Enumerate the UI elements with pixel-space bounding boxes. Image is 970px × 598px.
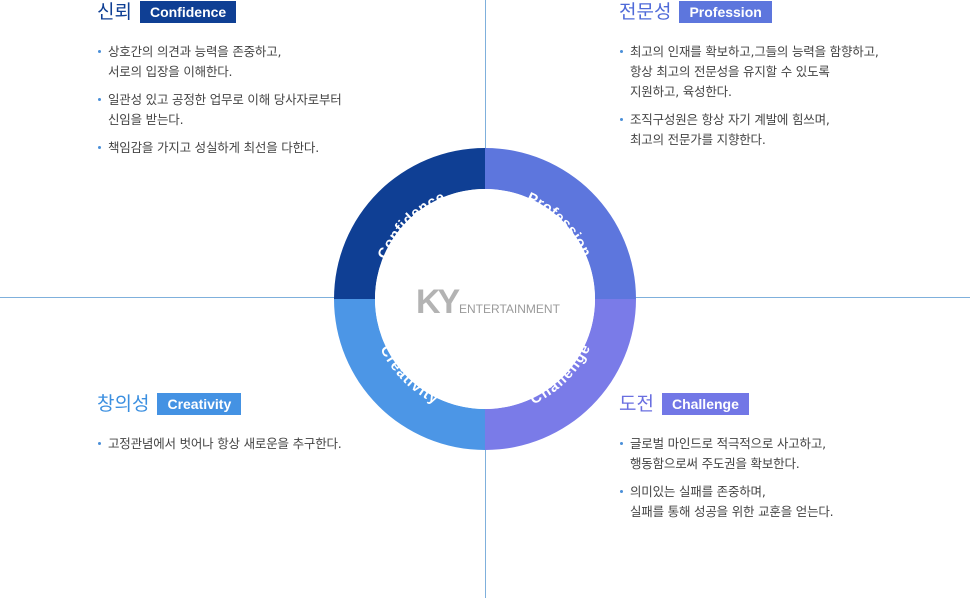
list-item-line: 일관성 있고 공정한 업무로 이해 당사자로부터 <box>108 92 342 107</box>
horizontal-divider-left <box>0 297 336 298</box>
quadrant-header: 전문성 Profession <box>619 0 879 24</box>
quadrant-badge: Challenge <box>661 393 749 415</box>
list-item-line: 실패를 통해 성공을 위한 교훈을 얻는다. <box>630 504 834 519</box>
ring-segment-challenge <box>485 299 636 450</box>
quadrant-header: 도전 Challenge <box>619 392 833 416</box>
quadrant-creativity: 창의성 Creativity 고정관념에서 벗어나 항상 새로운을 추구한다. <box>97 392 342 462</box>
quadrant-badge: Confidence <box>139 1 237 23</box>
ring-segment-confidence <box>334 148 485 299</box>
list-item: 조직구성원은 항상 자기 계발에 힘쓰며, 최고의 전문가를 지향한다. <box>619 110 879 150</box>
list-item: 일관성 있고 공정한 업무로 이해 당사자로부터 신임을 받는다. <box>97 90 342 130</box>
list-item-line: 지원하고, 육성한다. <box>630 84 732 99</box>
quadrant-badge: Creativity <box>157 393 242 415</box>
value-list: 최고의 인재를 확보하고,그들의 능력을 함향하고, 항상 최고의 전문성을 유… <box>619 42 879 150</box>
quadrant-title: 창의성 <box>97 393 150 415</box>
list-item-line: 최고의 인재를 확보하고,그들의 능력을 함향하고, <box>630 44 879 59</box>
quadrant-title: 도전 <box>619 393 654 415</box>
list-item: 책임감을 가지고 성실하게 최선을 다한다. <box>97 138 342 158</box>
list-item-line: 항상 최고의 전문성을 유지할 수 있도록 <box>630 64 830 79</box>
list-item-line: 의미있는 실패를 존중하며, <box>630 484 766 499</box>
list-item-line: 상호간의 의견과 능력을 존중하고, <box>108 44 282 59</box>
value-list: 고정관념에서 벗어나 항상 새로운을 추구한다. <box>97 434 342 454</box>
quadrant-header: 신뢰 Confidence <box>97 0 342 24</box>
list-item-line: 책임감을 가지고 성실하게 최선을 다한다. <box>108 140 319 155</box>
list-item-line: 고정관념에서 벗어나 항상 새로운을 추구한다. <box>108 436 342 451</box>
ring-segment-profession <box>485 148 636 299</box>
list-item: 글로벌 마인드로 적극적으로 사고하고, 행동함으로써 주도권을 확보한다. <box>619 434 833 474</box>
quadrant-profession: 전문성 Profession 최고의 인재를 확보하고,그들의 능력을 함향하고… <box>619 0 879 158</box>
quadrant-header: 창의성 Creativity <box>97 392 342 416</box>
list-item-line: 최고의 전문가를 지향한다. <box>630 132 766 147</box>
quadrant-confidence: 신뢰 Confidence 상호간의 의견과 능력을 존중하고, 서로의 입장을… <box>97 0 342 166</box>
company-logo: KY ENTERTAINMENT <box>416 283 561 321</box>
list-item-line: 행동함으로써 주도권을 확보한다. <box>630 456 800 471</box>
quadrant-title: 신뢰 <box>97 1 132 23</box>
quadrant-title: 전문성 <box>619 1 672 23</box>
logo-text: ENTERTAINMENT <box>459 302 561 316</box>
list-item: 고정관념에서 벗어나 항상 새로운을 추구한다. <box>97 434 342 454</box>
logo-mark: KY <box>416 283 461 321</box>
quadrant-badge: Profession <box>679 1 772 23</box>
list-item-line: 서로의 입장을 이해한다. <box>108 64 233 79</box>
ring-segment-creativity <box>334 299 485 450</box>
list-item-line: 글로벌 마인드로 적극적으로 사고하고, <box>630 436 826 451</box>
list-item: 최고의 인재를 확보하고,그들의 능력을 함향하고, 항상 최고의 전문성을 유… <box>619 42 879 102</box>
values-ring: Confidence Profession Challenge Creativi… <box>334 148 636 450</box>
quadrant-challenge: 도전 Challenge 글로벌 마인드로 적극적으로 사고하고, 행동함으로써… <box>619 392 834 530</box>
list-item-line: 조직구성원은 항상 자기 계발에 힘쓰며, <box>630 112 830 127</box>
value-list: 글로벌 마인드로 적극적으로 사고하고, 행동함으로써 주도권을 확보한다. 의… <box>619 434 834 522</box>
list-item: 상호간의 의견과 능력을 존중하고, 서로의 입장을 이해한다. <box>97 42 342 82</box>
horizontal-divider-right <box>634 297 970 298</box>
value-list: 상호간의 의견과 능력을 존중하고, 서로의 입장을 이해한다. 일관성 있고 … <box>97 42 342 158</box>
list-item: 의미있는 실패를 존중하며, 실패를 통해 성공을 위한 교훈을 얻는다. <box>619 482 834 522</box>
list-item-line: 신임을 받는다. <box>108 112 184 127</box>
